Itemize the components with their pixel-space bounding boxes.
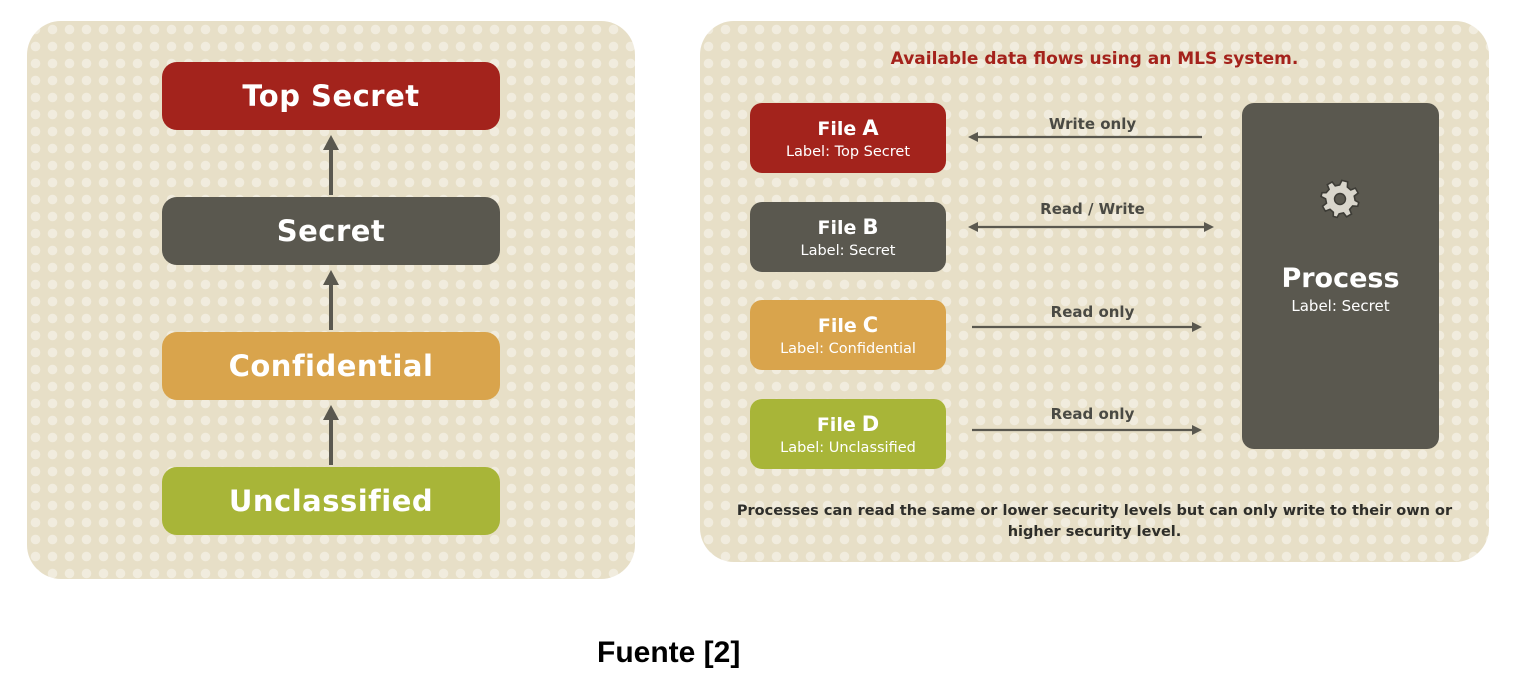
arrow-right-icon xyxy=(972,322,1202,332)
arrow-up-icon xyxy=(323,135,339,195)
security-levels-panel: Top Secret Secret Confidential Unclassif… xyxy=(27,21,635,579)
flow-label-write-only: Write only xyxy=(1048,115,1137,133)
arrow-left-icon xyxy=(968,132,1202,142)
file-label: Label: Confidential xyxy=(780,341,916,357)
level-top-secret: Top Secret xyxy=(162,62,500,130)
file-name: File xyxy=(817,217,857,239)
level-confidential: Confidential xyxy=(162,332,500,400)
flow-label-read-write: Read / Write xyxy=(1040,200,1145,218)
file-name: File xyxy=(817,315,857,337)
file-letter: D xyxy=(861,412,880,436)
flow-label-read-only: Read only xyxy=(1050,303,1135,321)
arrow-right-icon xyxy=(972,425,1202,435)
file-name: File xyxy=(817,118,857,140)
flow-label-read-only: Read only xyxy=(1050,405,1135,423)
file-label: Label: Secret xyxy=(800,243,896,259)
panel-title: Available data flows using an MLS system… xyxy=(890,49,1299,69)
arrow-up-icon xyxy=(323,405,339,465)
arrow-both-icon xyxy=(968,222,1214,232)
level-secret: Secret xyxy=(162,197,500,265)
process-title: Process xyxy=(1281,263,1400,294)
data-flows-panel: Available data flows using an MLS system… xyxy=(700,21,1489,562)
footnote: Processes can read the same or lower sec… xyxy=(736,503,1453,540)
level-unclassified: Unclassified xyxy=(162,467,500,535)
file-letter: B xyxy=(862,215,879,239)
process-box: Process Label: Secret xyxy=(1242,103,1439,449)
process-label: Label: Secret xyxy=(1291,297,1390,315)
file-label: Label: Unclassified xyxy=(780,440,916,456)
arrow-up-icon xyxy=(323,270,339,330)
file-letter: A xyxy=(862,116,879,140)
file-letter: C xyxy=(862,313,879,337)
file-label: Label: Top Secret xyxy=(785,144,911,160)
gear-icon xyxy=(1320,179,1360,219)
figure-caption: Fuente [2] xyxy=(597,636,741,669)
file-name: File xyxy=(816,414,856,436)
